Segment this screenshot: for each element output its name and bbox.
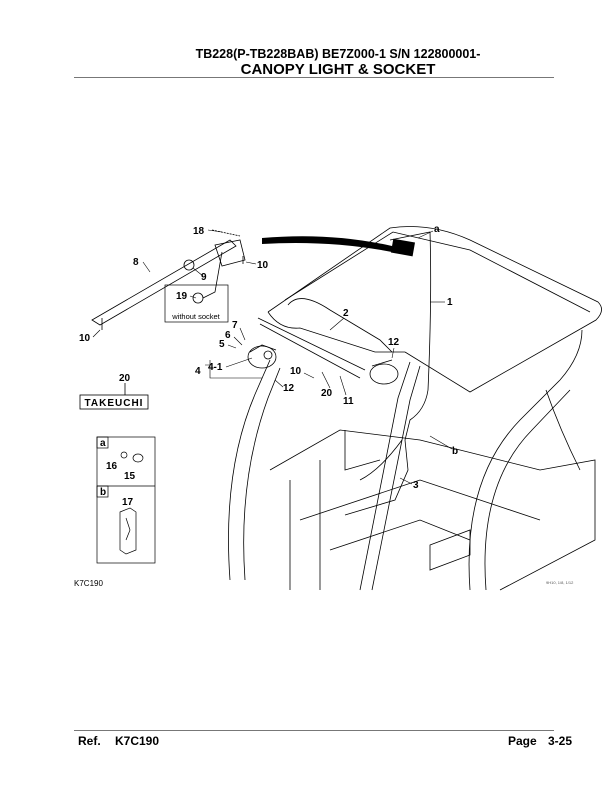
page-number: 3-25 xyxy=(548,734,573,748)
callout: 8 xyxy=(133,257,139,268)
callout: 10 xyxy=(257,260,269,271)
callout: 2 xyxy=(343,308,349,319)
callout: 19 xyxy=(176,291,188,302)
callout: 11 xyxy=(343,396,354,407)
callout: 7 xyxy=(232,320,238,331)
drawing-code: 9H10, 1/8, 1/12 xyxy=(546,580,574,585)
without-socket-note: without socket xyxy=(171,312,220,321)
callout: 1 xyxy=(447,297,453,308)
callout: 12 xyxy=(388,337,400,348)
footer-rule xyxy=(74,730,554,731)
detail-a-label: a xyxy=(100,438,106,449)
callout: 16 xyxy=(106,461,118,472)
callout: 4-1 xyxy=(208,362,223,373)
detail-panel xyxy=(96,436,156,564)
callout: 17 xyxy=(122,497,134,508)
figure-code: K7C190 xyxy=(74,579,103,588)
takeuchi-logo: TAKEUCHI xyxy=(85,398,144,409)
callout: 9 xyxy=(201,272,207,283)
callout: a xyxy=(434,224,440,235)
without-socket-box xyxy=(164,284,229,323)
callout: 15 xyxy=(124,471,136,482)
detail-b-label: b xyxy=(100,487,106,498)
callout: 20 xyxy=(321,388,333,399)
leader-lines xyxy=(92,229,453,485)
model-line: TB228(P-TB228BAB) BE7Z000-1 S/N 12280000… xyxy=(195,47,481,61)
header-rule xyxy=(74,77,554,78)
callout: 12 xyxy=(283,383,295,394)
callout: 4 xyxy=(195,366,201,377)
ref-label: Ref. xyxy=(78,734,101,748)
ref-value: K7C190 xyxy=(115,734,160,748)
callout: 18 xyxy=(193,226,205,237)
callout: 6 xyxy=(225,330,231,341)
callout-labels: 18 8 10 9 19 10 7 6 5 4-1 4 12 10 20 11 … xyxy=(79,224,458,508)
callout: 10 xyxy=(290,366,302,377)
callout: 5 xyxy=(219,339,225,350)
callout: 20 xyxy=(119,373,131,384)
harness-strip xyxy=(262,236,392,252)
connector-a xyxy=(390,238,416,257)
page-title: CANOPY LIGHT & SOCKET xyxy=(240,61,436,78)
page-label: Page xyxy=(508,734,537,748)
callout: 3 xyxy=(413,480,419,491)
canopy-line-art xyxy=(79,226,602,591)
callout: 10 xyxy=(79,333,91,344)
callout: b xyxy=(452,446,458,457)
